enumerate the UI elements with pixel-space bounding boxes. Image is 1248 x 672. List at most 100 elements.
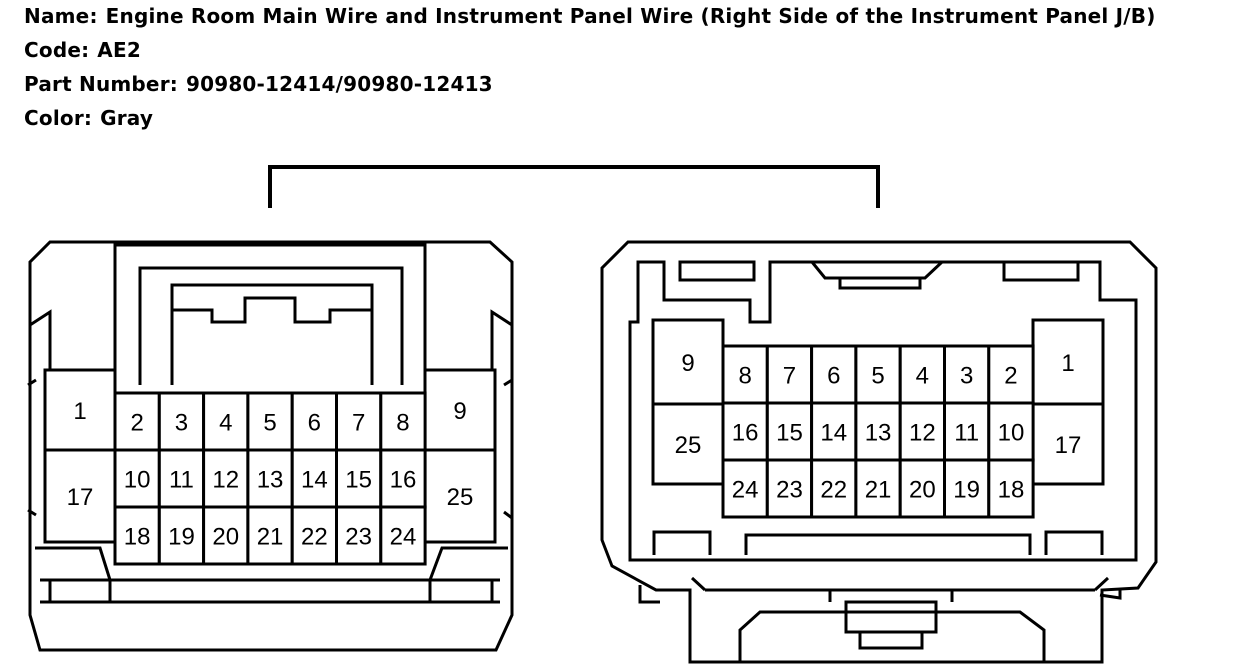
pin-20-label: 20 [212,524,239,551]
right-top-slot-right [1002,260,1080,282]
pin-10-cell [987,401,1035,462]
left-latch-frame [113,243,427,385]
right-connector [600,240,1158,664]
pin-14-label: 14 [820,420,847,447]
right-top-key [810,260,944,290]
pin-6-cell [290,391,339,452]
pin-24-cell [379,505,427,566]
pin-15-label: 15 [776,420,803,447]
pin-20-label: 20 [909,477,936,504]
pin-8-label: 8 [396,410,409,437]
pin-22-cell [810,458,858,519]
pin-11-label: 11 [169,467,194,494]
pin-5-label: 5 [263,410,276,437]
pin-9-cell [423,368,497,452]
part-label: Part Number: [24,72,178,96]
pin-9-label: 9 [681,350,694,377]
pin-6-label: 6 [308,410,321,437]
right-bottom-slots [652,530,1104,555]
pin-19-label: 19 [953,477,980,504]
pin-24-cell [721,458,769,519]
pin-21-label: 21 [257,524,284,551]
pin-13-cell [246,448,294,509]
pin-18-cell [113,505,161,566]
code-value: AE2 [97,38,141,62]
pin-1-label: 1 [73,398,86,425]
pin-3-label: 3 [175,410,188,437]
right-side-tabs [638,585,1122,604]
pin-4-label: 4 [219,410,232,437]
pin-12-label: 12 [909,420,936,447]
name-value: Engine Room Main Wire and Instrument Pan… [105,4,1156,28]
pin-17-cell [43,448,117,544]
left-corner-tabs [27,378,513,520]
pin-22-label: 22 [820,477,847,504]
pin-14-label: 14 [301,467,328,494]
pin-17-label: 17 [1055,432,1082,459]
pin-10-cell [113,448,161,509]
pin-7-label: 7 [783,363,796,390]
color-value: Gray [100,106,154,130]
left-housing-outline [28,240,514,652]
pin-1-label: 1 [1061,350,1074,377]
pin-7-label: 7 [352,410,365,437]
left-bottom-skirt [35,546,508,604]
pin-10-label: 10 [998,420,1025,447]
pin-11-label: 11 [954,420,979,447]
pin-16-label: 16 [732,420,759,447]
left-connector [27,240,514,652]
right-housing-outline [600,240,1158,664]
pin-16-cell [721,401,769,462]
pin-12-label: 12 [212,467,239,494]
pin-23-label: 23 [776,477,803,504]
pin-8-cell [379,391,427,452]
pin-13-label: 13 [257,467,284,494]
connector-name: Name: Engine Room Main Wire and Instrumen… [24,4,1156,28]
name-label: Name: [24,4,98,28]
pin-16-label: 16 [390,467,417,494]
pin-25-cell [423,448,497,544]
pin-22-cell [290,505,339,566]
pin-2-label: 2 [130,410,143,437]
pin-2-label: 2 [1004,363,1017,390]
pin-21-cell [854,458,902,519]
pin-11-cell [943,401,991,462]
right-top-slot-left [678,260,756,282]
connector-code: Code: AE2 [24,38,141,62]
pin-24-label: 24 [390,524,417,551]
pin-24-label: 24 [732,477,759,504]
pin-5-cell [854,344,902,405]
pin-4-label: 4 [916,363,929,390]
pin-3-cell [943,344,991,405]
pin-21-label: 21 [865,477,892,504]
pin-25-label: 25 [675,432,702,459]
pin-8-label: 8 [738,363,751,390]
pin-9-label: 9 [453,398,466,425]
left-latch-lock [170,283,374,385]
pin-25-label: 25 [447,484,474,511]
pin-5-cell [246,391,294,452]
right-lower-latch [690,576,1110,662]
connector-color: Color: Gray [24,106,153,130]
pin-18-cell [987,458,1035,519]
pin-23-label: 23 [345,524,372,551]
part-value: 90980-12414/90980-12413 [185,72,493,96]
pin-3-label: 3 [960,363,973,390]
code-label: Code: [24,38,90,62]
pin-19-cell [157,505,206,566]
pin-6-label: 6 [827,363,840,390]
pin-19-label: 19 [168,524,195,551]
pin-13-label: 13 [865,420,892,447]
pin-10-label: 10 [124,467,151,494]
pin-5-label: 5 [871,363,884,390]
left-latch-inner [138,266,404,385]
pin-15-label: 15 [345,467,372,494]
pin-22-label: 22 [301,524,328,551]
pin-17-cell [1031,402,1105,486]
mating-bracket [268,165,880,208]
pin-17-label: 17 [67,484,94,511]
color-label: Color: [24,106,93,130]
pin-18-label: 18 [124,524,151,551]
